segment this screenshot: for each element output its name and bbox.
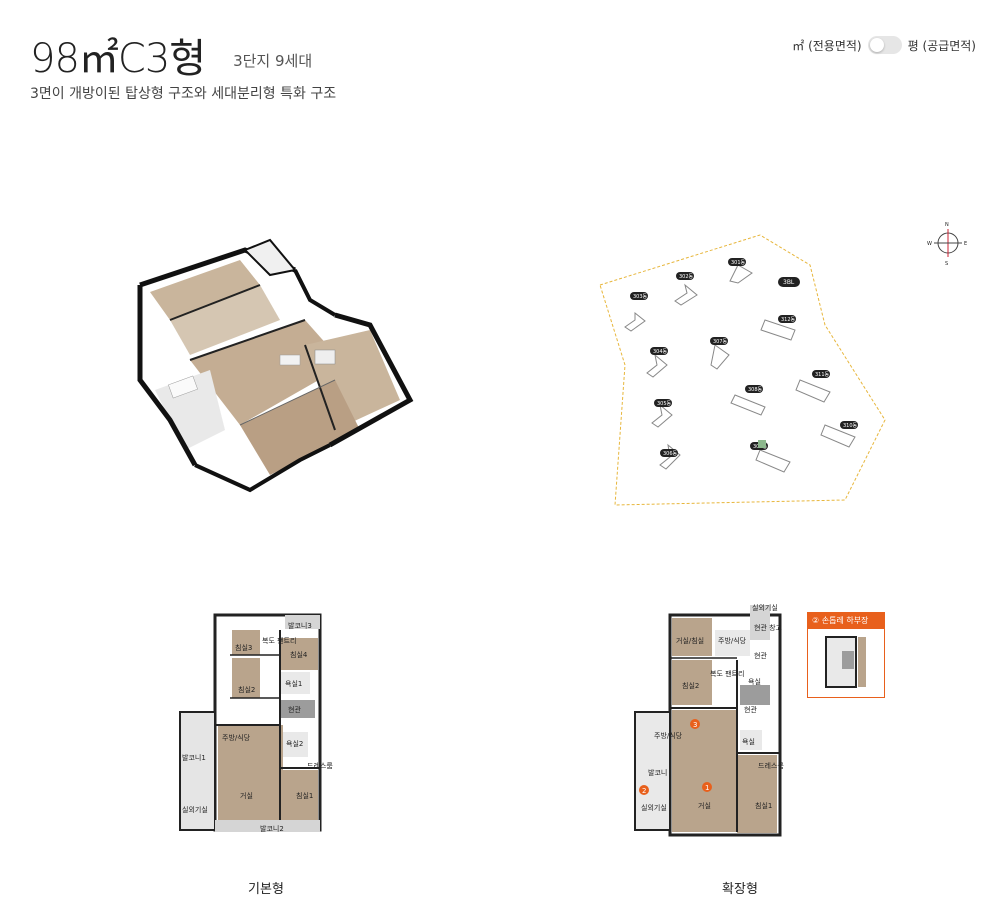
compass-w: W bbox=[927, 241, 932, 247]
site-map: N S E W 303동 302동 301동 304동 307동 312동 30… bbox=[599, 222, 967, 506]
room-label: 발코니3 bbox=[288, 621, 312, 630]
room-label: 거실 bbox=[698, 801, 711, 810]
room-label: 욕실 bbox=[742, 737, 755, 746]
area-unit-switch: ㎡ (전용면적) 평 (공급면적) bbox=[792, 36, 976, 54]
room-label: 실외기실 bbox=[641, 803, 667, 812]
room-label: 침실4 bbox=[290, 650, 308, 659]
building-label: 312동 bbox=[781, 317, 796, 323]
unit-type-title: 98㎡C3형 bbox=[30, 36, 206, 82]
unit-description: 3면이 개방이된 탑상형 구조와 세대분리형 특화 구조 bbox=[30, 86, 337, 102]
option-marker: 2 bbox=[642, 787, 646, 795]
room-label: 드레스룸 bbox=[758, 761, 784, 770]
area-unit-right-label: 평 (공급면적) bbox=[907, 38, 976, 53]
room-label: 침실1 bbox=[296, 791, 313, 800]
building-label: 303동 bbox=[633, 294, 648, 300]
room-label: 발코니2 bbox=[260, 824, 284, 833]
area-unit-toggle[interactable] bbox=[867, 36, 902, 54]
room-label: 현관 bbox=[744, 705, 757, 714]
building-label: 310동 bbox=[843, 423, 858, 429]
page-title-group: 98㎡C3형 3단지 9세대 bbox=[30, 26, 312, 84]
room-label: 욕실2 bbox=[286, 739, 303, 748]
option-inset: ② 손톱레 하부장 bbox=[807, 612, 885, 698]
room-label: 실외기실 bbox=[752, 603, 778, 612]
building-label: 304동 bbox=[653, 349, 668, 355]
complex-info: 3단지 9세대 bbox=[233, 52, 313, 70]
room-label: 침실1 bbox=[755, 801, 772, 810]
option-marker: 3 bbox=[693, 721, 697, 729]
room-label: 현관 창고 bbox=[754, 623, 783, 632]
block-badge: 3BL bbox=[783, 279, 795, 286]
room-label: 복도 팬트리 bbox=[262, 636, 296, 645]
compass-e: E bbox=[964, 241, 967, 247]
option-inset-thumbnail bbox=[825, 636, 866, 688]
room-label: 드레스룸 bbox=[307, 761, 333, 770]
highlight-building bbox=[758, 440, 766, 448]
compass-n: N bbox=[945, 222, 949, 228]
basic-plan-caption: 기본형 bbox=[248, 882, 284, 897]
building-label: 305동 bbox=[657, 401, 672, 407]
toggle-knob bbox=[869, 38, 884, 52]
room-label: 욕실1 bbox=[285, 679, 302, 688]
room-label: 주방/식당 bbox=[222, 733, 251, 742]
room-label: 주방/식당 bbox=[654, 731, 683, 740]
extended-plan-caption: 확장형 bbox=[722, 882, 758, 897]
room-label: 침실2 bbox=[682, 681, 699, 690]
building-label: 307동 bbox=[713, 339, 728, 345]
room-label: 욕실 bbox=[748, 677, 761, 686]
isometric-floorplan bbox=[137, 238, 414, 493]
room-label: 복도 팬트리 bbox=[710, 669, 744, 678]
room-label: 거실/침실 bbox=[676, 636, 704, 645]
room-label: 현관 bbox=[754, 651, 767, 660]
room-label: 침실2 bbox=[238, 685, 255, 694]
room-label: 침실3 bbox=[235, 643, 252, 652]
option-inset-header: ② 손톱레 하부장 bbox=[808, 613, 884, 629]
building-label: 302동 bbox=[679, 274, 694, 280]
building-label: 306동 bbox=[663, 451, 678, 457]
compass-s: S bbox=[945, 261, 948, 267]
room-label: 거실 bbox=[240, 791, 253, 800]
basic-floorplan: 발코니3 침실3 복도 팬트리 침실4 침실2 욕실1 현관 주방/식당 욕실2… bbox=[179, 613, 333, 833]
room-label: 현관 bbox=[288, 705, 301, 714]
extended-floorplan: 실외기실 거실/침실 주방/식당 현관 창고 현관 침실2 복도 팬트리 욕실 … bbox=[634, 603, 784, 837]
room-label: 발코니 bbox=[648, 768, 667, 777]
option-marker: 1 bbox=[705, 784, 709, 792]
room-label: 주방/식당 bbox=[718, 636, 747, 645]
room-label: 실외기실 bbox=[182, 805, 208, 814]
option-markers: 1 2 3 bbox=[639, 719, 712, 795]
area-unit-left-label: ㎡ (전용면적) bbox=[792, 38, 862, 53]
building-label: 311동 bbox=[815, 372, 830, 378]
building-label: 301동 bbox=[731, 260, 746, 266]
compass-icon: N S E W bbox=[927, 222, 967, 267]
building-label: 308동 bbox=[748, 387, 763, 393]
room-label: 발코니1 bbox=[182, 753, 206, 762]
